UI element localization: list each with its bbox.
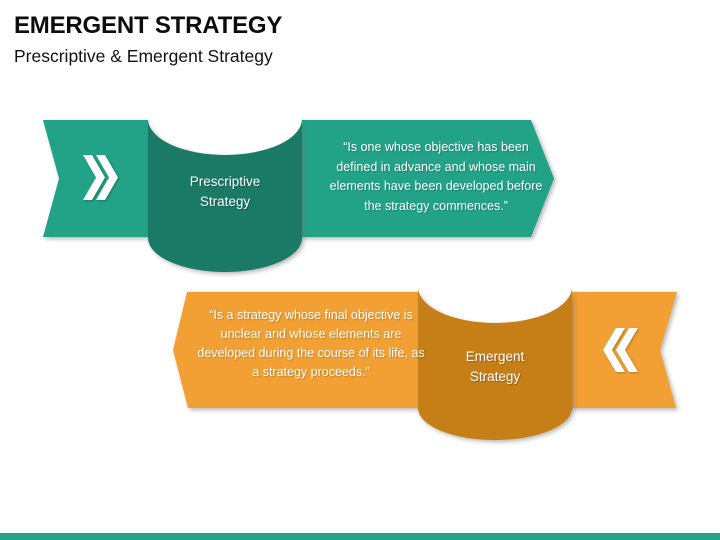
badge-label-line: Emergent — [465, 349, 525, 364]
slide-title: EMERGENT STRATEGY — [14, 12, 283, 39]
badge-label-line: Strategy — [469, 369, 521, 384]
quote-line: developed during the course of its life,… — [197, 346, 425, 360]
quote-line: “Is a strategy whose final objective is — [209, 308, 413, 322]
emergent-badge — [418, 287, 572, 440]
badge-label-line: Prescriptive — [189, 174, 261, 189]
prescriptive-badge-label: Prescriptive Strategy — [148, 172, 302, 212]
quote-line: unclear and whose elements are — [220, 327, 402, 341]
prescriptive-quote: “Is one whose objective has been defined… — [322, 138, 550, 216]
badge-label-line: Strategy — [199, 194, 251, 209]
quote-line: elements have been developed before — [329, 179, 543, 193]
slide-subtitle: Prescriptive & Emergent Strategy — [14, 46, 273, 66]
quote-line: a strategy proceeds.” — [252, 365, 370, 379]
emergent-banner — [173, 286, 677, 440]
quote-line: defined in advance and whose main — [336, 159, 536, 174]
quote-line: the strategy commences.” — [364, 198, 508, 213]
footer-bar — [0, 533, 720, 540]
double-chevron-left-icon — [603, 328, 638, 372]
emergent-badge-label: Emergent Strategy — [418, 347, 572, 387]
quote-line: “Is one whose objective has been — [343, 140, 529, 154]
emergent-quote: “Is a strategy whose final objective is … — [196, 306, 426, 382]
prescriptive-badge — [148, 119, 302, 272]
prescriptive-banner — [43, 118, 554, 272]
double-chevron-right-icon — [83, 155, 118, 200]
